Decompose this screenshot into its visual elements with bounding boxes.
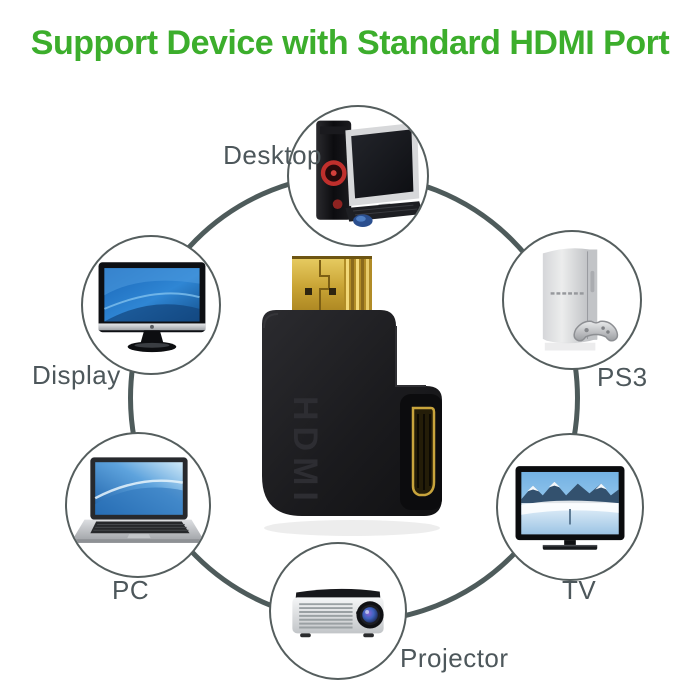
device-circle-ps3 xyxy=(502,230,642,370)
device-circle-projector xyxy=(269,542,407,680)
monitor-image xyxy=(98,262,206,353)
hdmi-embossed-text: HDMI xyxy=(286,396,324,507)
device-circle-display xyxy=(81,235,221,375)
device-circle-desktop xyxy=(287,105,429,247)
device-label-pc: PC xyxy=(112,575,150,605)
device-label-desktop: Desktop xyxy=(223,140,322,170)
device-circle-pc xyxy=(65,432,211,578)
hdmi-right-angle-adapter: HDMI xyxy=(262,256,442,536)
ps3-console-image xyxy=(542,248,619,351)
hdmi-adapter-image: HDMI xyxy=(250,248,450,548)
desktop-computer-image xyxy=(316,120,424,228)
page-title: Support Device with Standard HDMI Port xyxy=(30,24,670,62)
device-label-projector: Projector xyxy=(400,643,509,673)
device-label-ps3: PS3 xyxy=(597,362,648,392)
device-label-display: Display xyxy=(32,360,121,390)
projector-image xyxy=(292,588,384,638)
hdmi-male-plug xyxy=(292,258,344,316)
laptop-image xyxy=(72,457,204,543)
device-label-tv: TV xyxy=(562,575,597,605)
device-circle-tv xyxy=(496,433,644,581)
adapter-body xyxy=(262,310,442,516)
tv-image xyxy=(515,466,625,550)
